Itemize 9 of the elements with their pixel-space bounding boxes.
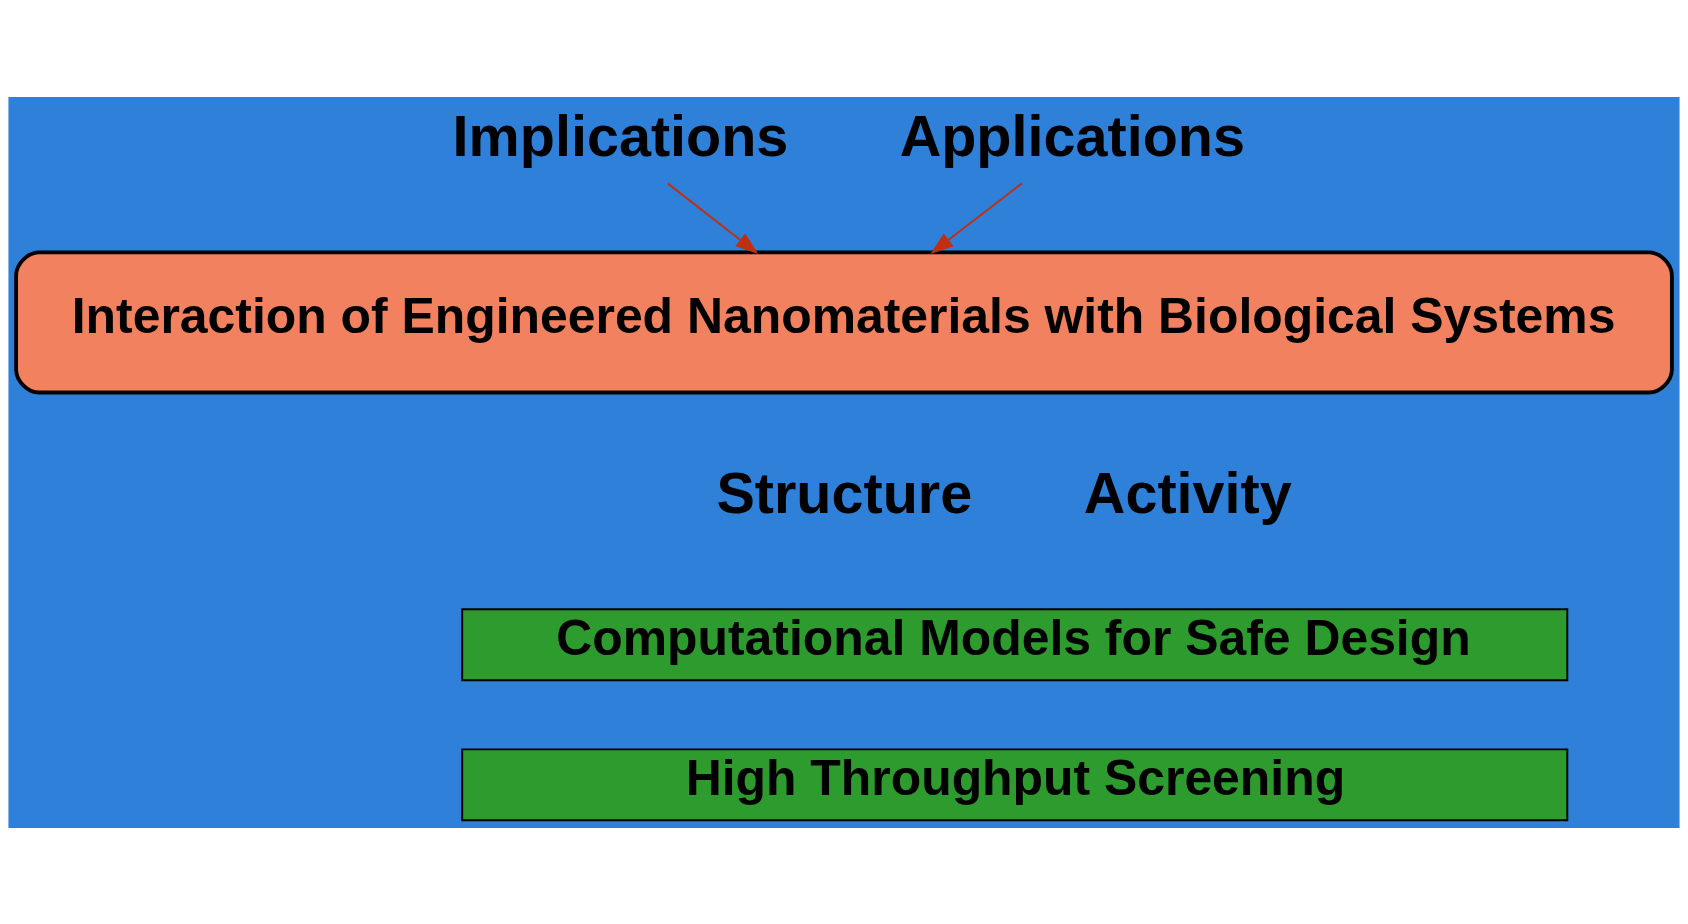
node-text: Applications (899, 103, 1245, 168)
node-text: Implications (452, 103, 789, 168)
arrow (666, 181, 759, 254)
node-box: Computational Models for Safe Design (461, 607, 1569, 681)
label: Structure (716, 460, 973, 525)
node-box: Interaction of Engineered Nanomaterials with Biological Systems (14, 250, 1674, 394)
node-box: High Throughput Screening (461, 747, 1569, 821)
label: Activity (1083, 460, 1292, 525)
arrow (930, 181, 1023, 254)
